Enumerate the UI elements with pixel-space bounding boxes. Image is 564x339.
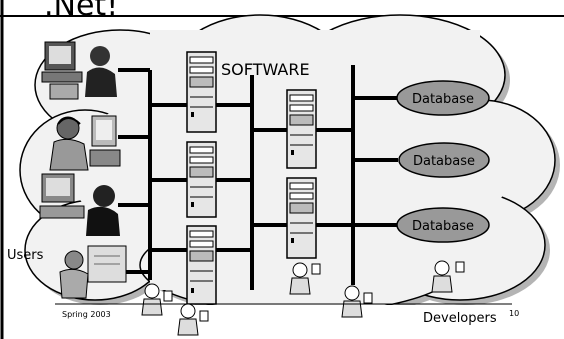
database-label: Database (412, 219, 474, 234)
page-number: 10 (509, 309, 520, 318)
database-node: Database (396, 207, 490, 243)
developer-with-coffee-icon (431, 260, 465, 293)
users-label: Users (7, 248, 44, 263)
network-lines (118, 65, 398, 290)
headset-operator-icon (49, 115, 121, 171)
tower-server-icon (186, 141, 217, 218)
database-label: Database (412, 92, 474, 107)
tower-server-icon (286, 89, 317, 169)
slide-title: .Net! (44, 0, 119, 23)
tower-server-icon (186, 225, 217, 305)
footer-mask (4, 305, 564, 339)
developer-with-coffee-icon (289, 262, 321, 295)
software-label: SOFTWARE (221, 60, 310, 79)
person-at-computer-icon (41, 41, 117, 100)
tower-server-icon (286, 177, 317, 259)
database-node: Database (396, 80, 490, 116)
server-stack (186, 51, 317, 305)
database-label: Database (413, 154, 475, 169)
developer-with-coffee-icon (141, 283, 173, 316)
person-at-terminal-icon (39, 173, 120, 236)
person-at-whiteboard-icon (59, 245, 127, 299)
database-node: Database (398, 142, 490, 178)
developers-label: Developers (423, 311, 497, 326)
tower-server-icon (186, 51, 217, 133)
developer-with-coffee-icon (177, 303, 209, 336)
footer-date: Spring 2003 (62, 310, 111, 319)
developer-with-coffee-icon (341, 285, 373, 318)
database-group: Database Database Database (396, 80, 490, 243)
